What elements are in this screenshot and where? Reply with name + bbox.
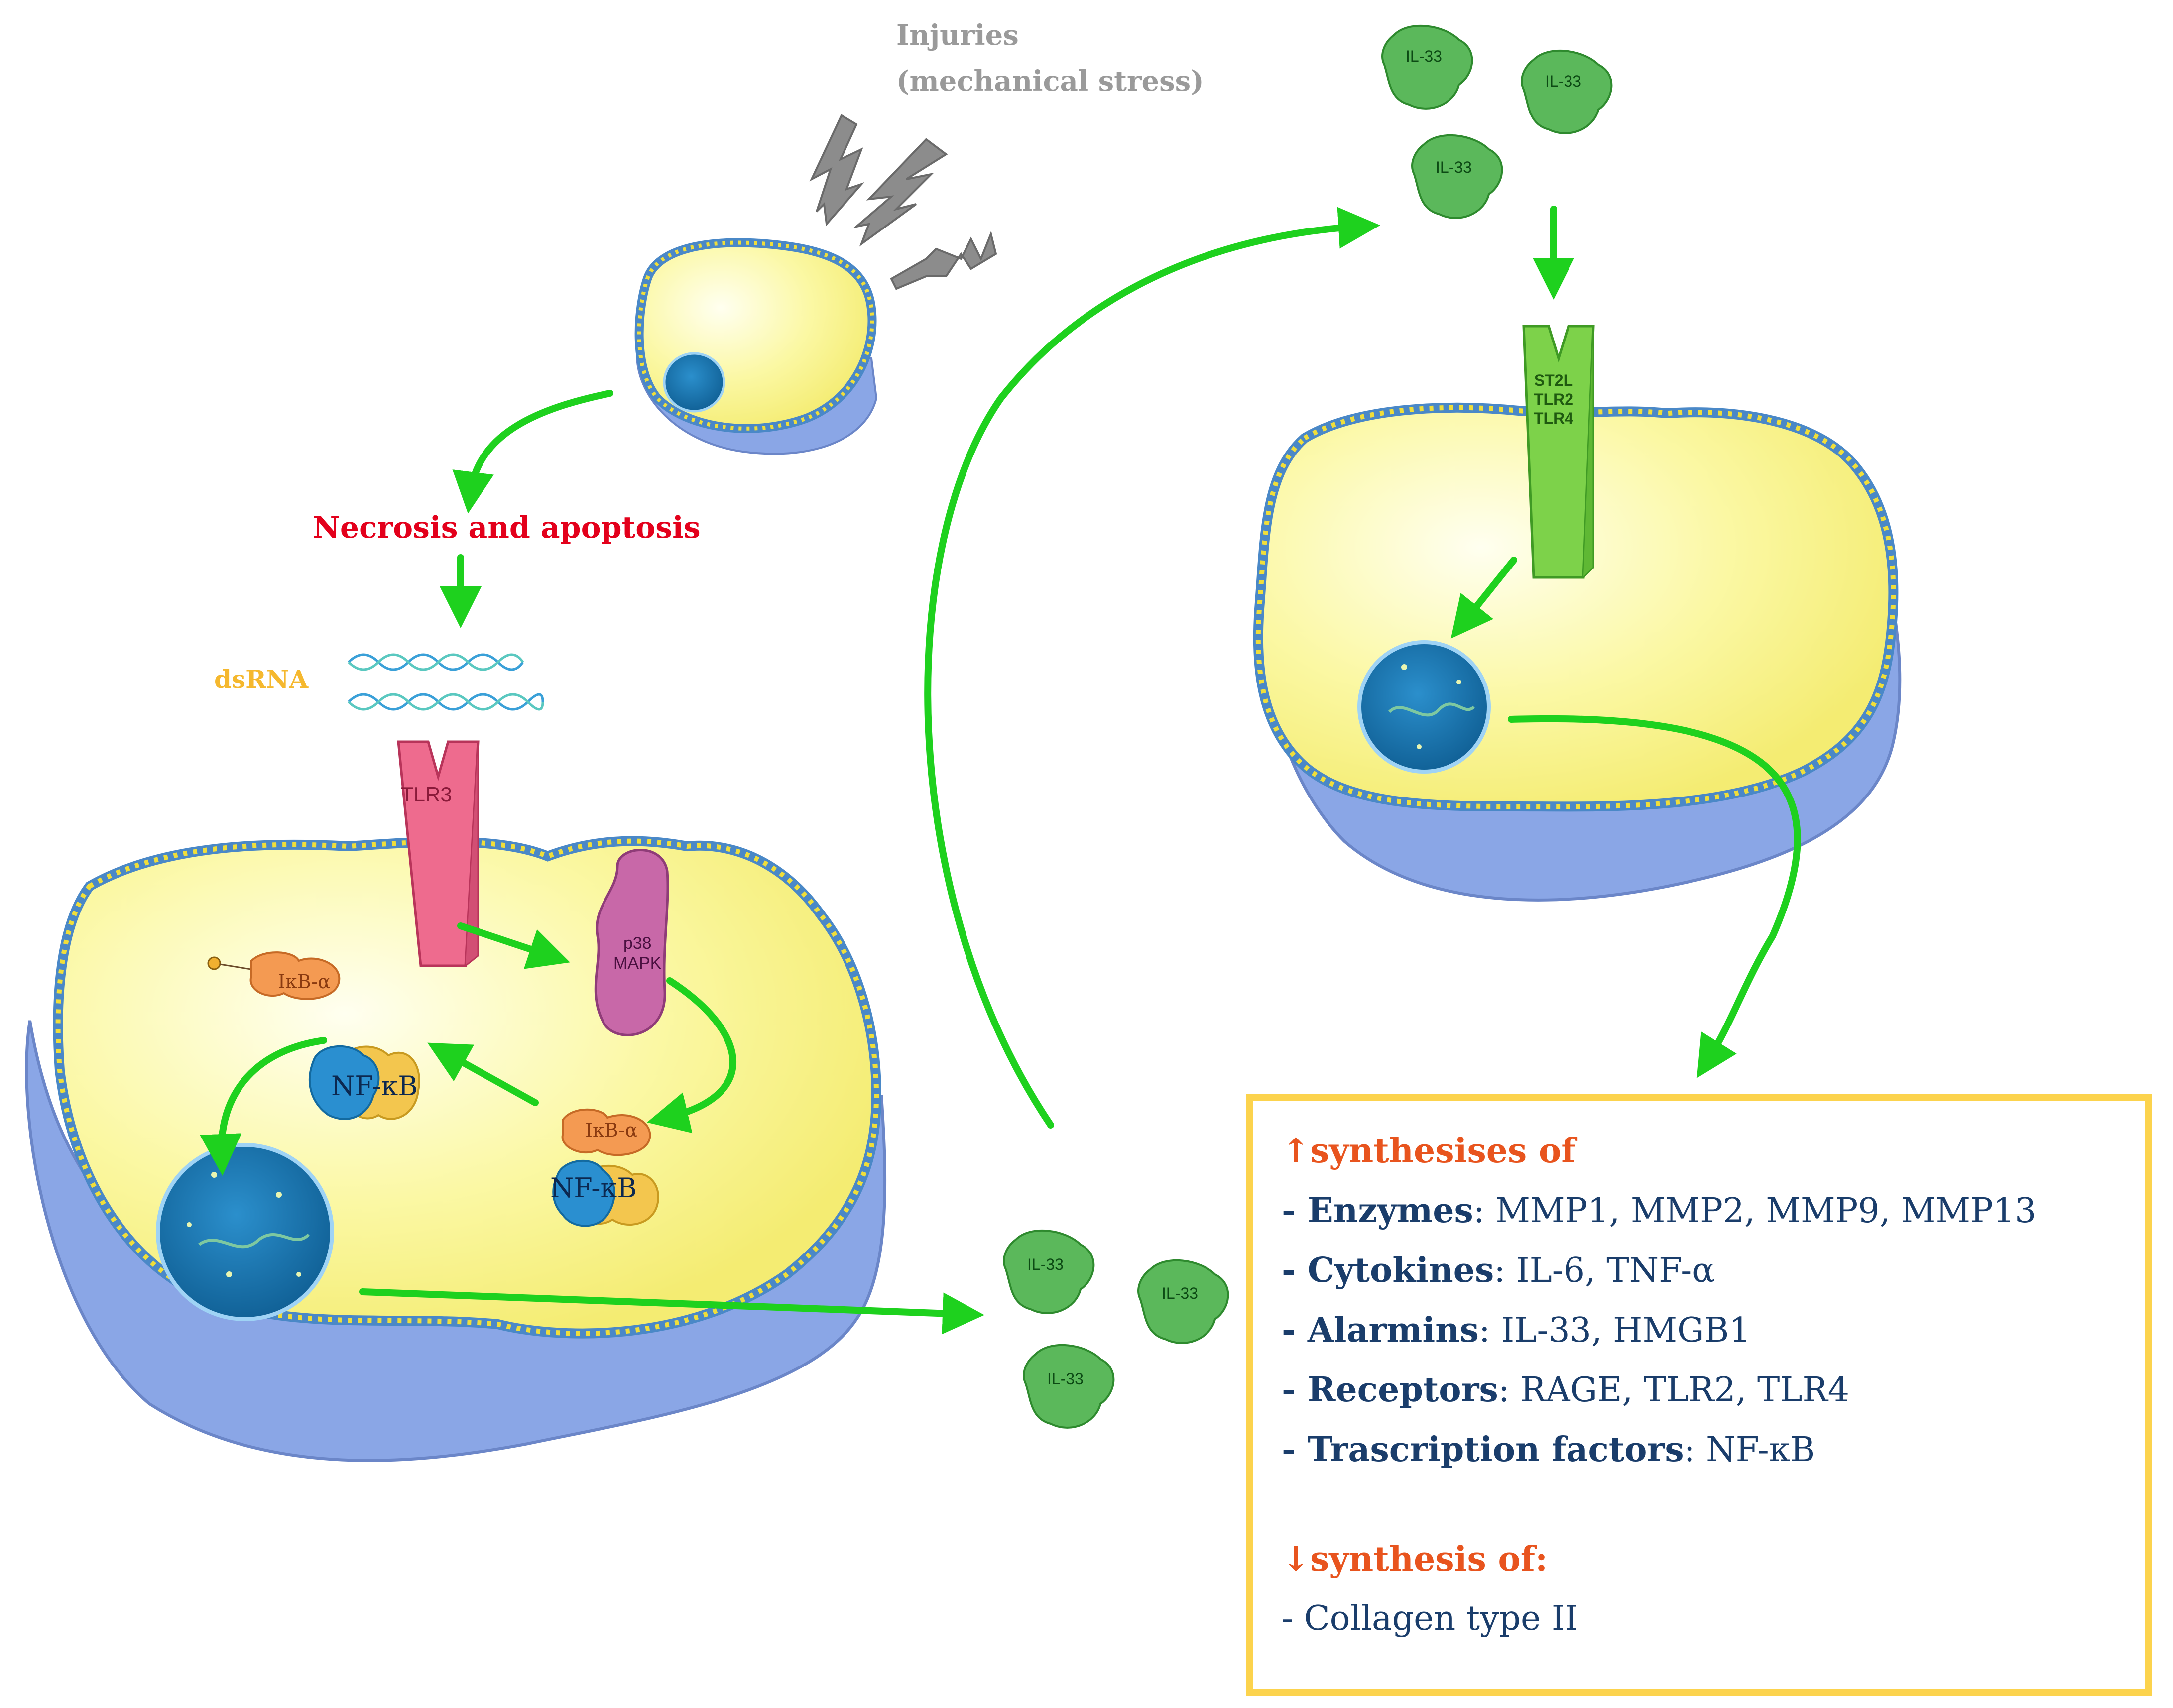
- p38-mapk: [594, 849, 669, 1036]
- effect-sep: :: [1684, 1430, 1706, 1470]
- ikb-alpha-free: [207, 951, 341, 1000]
- effect-item: - Cytokines: IL-6, TNF-α: [1282, 1251, 1715, 1290]
- up-heading: ↑synthesises of: [1282, 1131, 1576, 1171]
- effects-box: ↑synthesises of - Enzymes: MMP1, MMP2, M…: [1246, 1094, 2152, 1696]
- right-cell-nucleus: [1357, 640, 1491, 774]
- il33-molecule: [1137, 1259, 1229, 1344]
- lightning-bolt-icon: [890, 230, 997, 290]
- p38-label: p38 MAPK: [613, 933, 661, 973]
- effect-value: IL-33, HMGB1: [1501, 1311, 1751, 1350]
- ikb-nfkb-complex: [552, 1108, 659, 1227]
- stress-bolts: [809, 114, 997, 290]
- tlr3-label: TLR3: [401, 783, 452, 806]
- il33-label: IL-33: [1027, 1255, 1064, 1273]
- p38-label-line1: p38: [623, 934, 652, 953]
- nfkb-label-complex: NF-κB: [550, 1172, 637, 1204]
- ikb-label-complex: IκB-α: [585, 1119, 638, 1141]
- dsrna-label: dsRNA: [214, 665, 309, 694]
- il33-molecule: [1023, 1344, 1115, 1429]
- necrosis-label: Necrosis and apoptosis: [313, 510, 701, 545]
- effect-term: - Trascription factors: [1282, 1430, 1684, 1470]
- right-cell: [1253, 402, 1902, 902]
- il33-label: IL-33: [1436, 158, 1472, 176]
- il33-cluster-bottom: [1003, 1229, 1229, 1429]
- st2l-receptor: [1522, 325, 1595, 579]
- arrow-tlr3-to-p38: [457, 922, 570, 969]
- il33-molecule: [1381, 24, 1473, 110]
- effect-item: - Receptors: RAGE, TLR2, TLR4: [1282, 1370, 1849, 1410]
- arrow-nucleus-to-il33: [359, 1288, 984, 1335]
- injured-cell: [634, 238, 878, 455]
- il33-molecule: [1411, 134, 1503, 219]
- dsrna-strands: [348, 653, 544, 711]
- effect-value: MMP1, MMP2, MMP9, MMP13: [1495, 1191, 2037, 1231]
- il33-label: IL-33: [1406, 47, 1442, 65]
- lightning-bolt-icon: [809, 114, 865, 227]
- injury-label: Injuries (mechanical stress): [896, 12, 1204, 104]
- p38-label-line2: MAPK: [613, 954, 662, 973]
- effect-value: RAGE, TLR2, TLR4: [1520, 1370, 1849, 1410]
- effect-term: - Cytokines: [1282, 1251, 1494, 1290]
- il33-cluster-top: [1381, 24, 1613, 219]
- effect-item: - Enzymes: MMP1, MMP2, MMP9, MMP13: [1282, 1191, 2036, 1231]
- effect-sep: :: [1473, 1191, 1496, 1231]
- receptor-label-line3: TLR4: [1534, 409, 1573, 427]
- effect-value: IL-6, TNF-α: [1516, 1251, 1715, 1290]
- arrow-receptor-to-nucleus: [1450, 557, 1517, 639]
- arrow-complex-to-nfkb: [427, 1042, 539, 1106]
- injured-cell-nucleus: [663, 352, 725, 413]
- injury-label-line1: Injuries: [896, 19, 1019, 52]
- effect-term: - Receptors: [1282, 1370, 1498, 1410]
- effect-value: NF-κB: [1706, 1430, 1815, 1470]
- nfkb-label-free: NF-κB: [331, 1070, 418, 1102]
- tlr3-receptor: [397, 740, 480, 967]
- ikb-label-free: IκB-α: [278, 971, 331, 993]
- arrow-p38-to-complex: [647, 977, 737, 1134]
- receptor-label-line2: TLR2: [1534, 390, 1573, 408]
- il33-label: IL-33: [1545, 72, 1581, 90]
- effect-sep: :: [1478, 1311, 1501, 1350]
- il33-label: IL-33: [1047, 1370, 1084, 1388]
- il33-label: IL-33: [1162, 1284, 1198, 1302]
- receptor-label-line1: ST2L: [1534, 371, 1573, 389]
- effect-sep: :: [1498, 1370, 1521, 1410]
- effect-item: - Alarmins: IL-33, HMGB1: [1282, 1310, 1751, 1350]
- effect-term: - Enzymes: [1282, 1191, 1473, 1231]
- il33-molecule: [1003, 1229, 1095, 1314]
- nfkb-free: [309, 1045, 420, 1120]
- effect-item: - Trascription factors: NF-κB: [1282, 1430, 1815, 1470]
- effect-term: - Alarmins: [1282, 1310, 1479, 1350]
- arrow-nucleus-to-effects: [1508, 715, 1801, 1078]
- flow-arrows: [200, 206, 1801, 1335]
- left-cell-nucleus: [156, 1143, 334, 1321]
- injury-label-line2: (mechanical stress): [896, 65, 1204, 98]
- lightning-bolt-icon: [852, 138, 948, 247]
- il33-molecule: [1521, 49, 1613, 134]
- arrow-injury-to-necrosis: [452, 390, 613, 514]
- arrow-il33-upward: [924, 207, 1380, 1129]
- down-heading: ↓synthesis of:: [1282, 1539, 1548, 1579]
- receptor-label: ST2L TLR2 TLR4: [1534, 371, 1573, 428]
- down-item: - Collagen type II: [1282, 1599, 1578, 1638]
- arrow-ikb-to-nucleus: [200, 1037, 327, 1176]
- effect-sep: :: [1494, 1251, 1516, 1290]
